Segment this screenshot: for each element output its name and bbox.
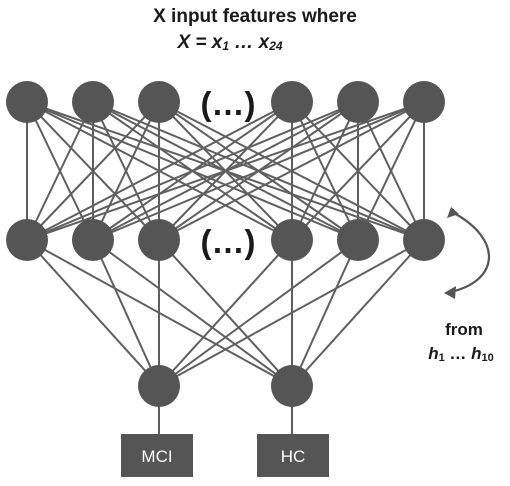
edge-input-5-hidden-1 [92, 101, 425, 241]
output-label-hc: HC [281, 447, 306, 466]
hidden-layer-ellipsis: (…) [201, 223, 256, 260]
edge-hidden-1-output-1 [92, 239, 293, 387]
edge-input-5-hidden-0 [26, 101, 425, 241]
input-node-0 [6, 81, 48, 123]
connection-lines [26, 101, 425, 434]
output-node-1 [271, 365, 313, 407]
input-node-4 [337, 81, 379, 123]
edge-input-1-hidden-0 [26, 101, 94, 241]
edge-hidden-5-output-0 [158, 239, 425, 387]
edge-hidden-4-output-1 [291, 239, 359, 387]
output-box-hc: HC [257, 434, 329, 477]
edge-input-5-hidden-2 [158, 101, 425, 241]
output-node-0 [138, 365, 180, 407]
hidden-node-5 [403, 219, 445, 261]
edge-input-4-hidden-3 [291, 101, 359, 241]
edge-hidden-4-output-0 [158, 239, 359, 387]
title-line-1: X input features where [153, 6, 357, 27]
hidden-node-1 [72, 219, 114, 261]
input-node-3 [271, 81, 313, 123]
edge-hidden-5-output-1 [291, 239, 425, 387]
hidden-node-3 [271, 219, 313, 261]
input-node-2 [138, 81, 180, 123]
edge-hidden-3-output-0 [158, 239, 293, 387]
edge-input-2-hidden-1 [92, 101, 160, 241]
edge-input-4-hidden-0 [26, 101, 359, 241]
annotation-range: h1 … h10 [428, 344, 494, 364]
edge-hidden-1-output-0 [92, 239, 160, 387]
edge-input-2-hidden-0 [26, 101, 160, 241]
recurrent-arrow [444, 207, 491, 299]
input-node-1 [72, 81, 114, 123]
neurons [6, 81, 445, 407]
hidden-node-0 [6, 219, 48, 261]
input-layer-ellipsis: (…) [201, 85, 256, 122]
output-label-mci: MCI [141, 447, 172, 466]
input-node-5 [403, 81, 445, 123]
title-line-2: X = x1 … x24 [176, 32, 282, 53]
hidden-node-2 [138, 219, 180, 261]
edge-hidden-0-output-0 [26, 239, 160, 387]
output-box-mci: MCI [121, 434, 193, 477]
annotation-from: from [445, 320, 483, 339]
edge-input-5-hidden-4 [357, 101, 425, 241]
edge-input-3-hidden-0 [26, 101, 293, 241]
edge-input-5-hidden-3 [291, 101, 425, 241]
hidden-node-4 [337, 219, 379, 261]
